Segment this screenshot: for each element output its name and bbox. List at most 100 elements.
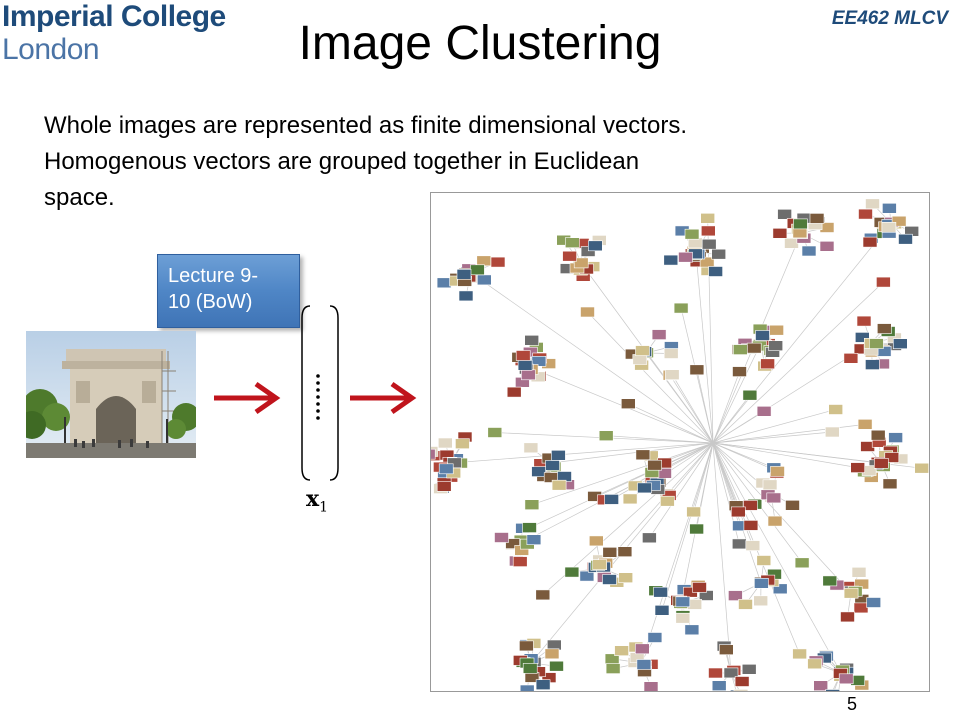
photo-thumbnail [521,369,536,381]
photo-thumbnail [767,515,783,527]
photo-thumbnail [873,457,889,469]
course-code: EE462 MLCV [831,8,948,29]
photo-thumbnail [843,353,859,364]
vector-label: x1 [306,486,328,515]
photo-thumbnail [755,330,770,341]
intro-line-2: Homogenous vectors are grouped together … [44,148,640,175]
photo-thumbnail [756,555,772,566]
photo-thumbnail [851,566,867,578]
photo-thumbnail [809,213,825,224]
photo-thumbnail [742,389,758,401]
photo-thumbnail [754,577,769,589]
photo-thumbnail [865,359,880,370]
photo-thumbnail [689,364,705,376]
photo-thumbnail [777,208,792,220]
photo-thumbnail [470,264,485,276]
photo-thumbnail [522,522,537,533]
photo-thumbnail [858,208,873,220]
photo-thumbnail [840,611,855,623]
intro-text: Whole images are represented as finite d… [44,108,930,216]
photo-thumbnail [772,583,788,595]
photo-thumbnail [718,644,734,656]
photo-thumbnail [436,480,452,492]
photo-thumbnail [731,538,747,550]
lecture-box-line-2: 10 (BoW) [168,291,253,313]
photo-thumbnail [824,426,840,438]
photo-thumbnail [455,438,470,449]
feature-vector [301,305,339,481]
photo-thumbnail [854,332,870,343]
photo-thumbnail [738,599,753,610]
photo-thumbnail [642,532,657,544]
photo-thumbnail [745,540,761,551]
photo-thumbnail [589,535,604,547]
photo-thumbnail [733,689,749,691]
photo-thumbnail [663,348,679,359]
photo-thumbnail [701,238,717,250]
photo-thumbnail [700,212,716,224]
photo-thumbnail [825,689,841,691]
photo-thumbnail [524,335,539,346]
photo-thumbnail [622,493,638,505]
photo-thumbnail [545,460,560,471]
photo-thumbnail [580,306,595,318]
photo-thumbnail [436,277,452,289]
photo-thumbnail [549,660,564,672]
photo-thumbnail [741,663,757,675]
photo-thumbnail [643,681,659,691]
photo-thumbnail [602,574,617,585]
photo-thumbnail [675,612,691,624]
photo-thumbnail [684,228,700,240]
photo-thumbnail [678,251,693,263]
photo-thumbnail [490,256,506,268]
photo-thumbnail [487,427,503,438]
photo-thumbnail [857,419,873,430]
photo-thumbnail [564,566,580,578]
photo-thumbnail [734,676,750,687]
photo-thumbnail [579,570,595,582]
photo-thumbnail [647,632,663,643]
photo-thumbnail [756,406,772,417]
photo-thumbnail [784,237,799,249]
photo-thumbnail [523,442,539,454]
intro-line-3: space. [44,184,115,211]
page-number: 5 [847,694,858,714]
photo-thumbnail [551,479,567,491]
photo-thumbnail [519,684,535,691]
photo-thumbnail [876,323,892,334]
photo-thumbnail [476,255,492,267]
photo-thumbnail [512,556,528,567]
photo-thumbnail [819,240,835,252]
photo-thumbnail [604,494,619,505]
slide-title: Image Clustering [298,17,662,70]
photo-thumbnail [884,452,900,463]
photo-thumbnail [700,225,716,237]
photo-thumbnail [526,534,542,546]
photo-thumbnail [602,546,618,558]
photo-thumbnail [768,340,784,351]
photo-thumbnail [732,344,748,355]
photo-thumbnail [743,500,758,511]
photo-thumbnail [813,680,829,691]
photo-thumbnail [515,350,531,361]
photo-thumbnail [635,643,650,655]
cluster-graph-drawing [431,198,929,691]
intro-line-1: Whole images are represented as finite d… [44,112,687,139]
photo-thumbnail [636,659,652,670]
photo-thumbnail [801,245,817,257]
photo-thumbnail [785,499,800,511]
photo-thumbnail [431,448,436,460]
photo-thumbnail [673,302,689,314]
photo-thumbnail [456,269,472,280]
photo-thumbnail [793,218,808,230]
photo-thumbnail [524,499,540,511]
photo-thumbnail [866,597,882,608]
photo-thumbnail [565,237,580,249]
photo-thumbnail [865,198,880,210]
lecture-reference-box: Lecture 9- 10 (BoW) [157,254,300,328]
photo-thumbnail [689,523,704,535]
photo-thumbnail [828,404,844,415]
image-cluster-graph [430,192,930,692]
photo-thumbnail [635,449,651,461]
logo-line-1: Imperial College [2,0,226,33]
